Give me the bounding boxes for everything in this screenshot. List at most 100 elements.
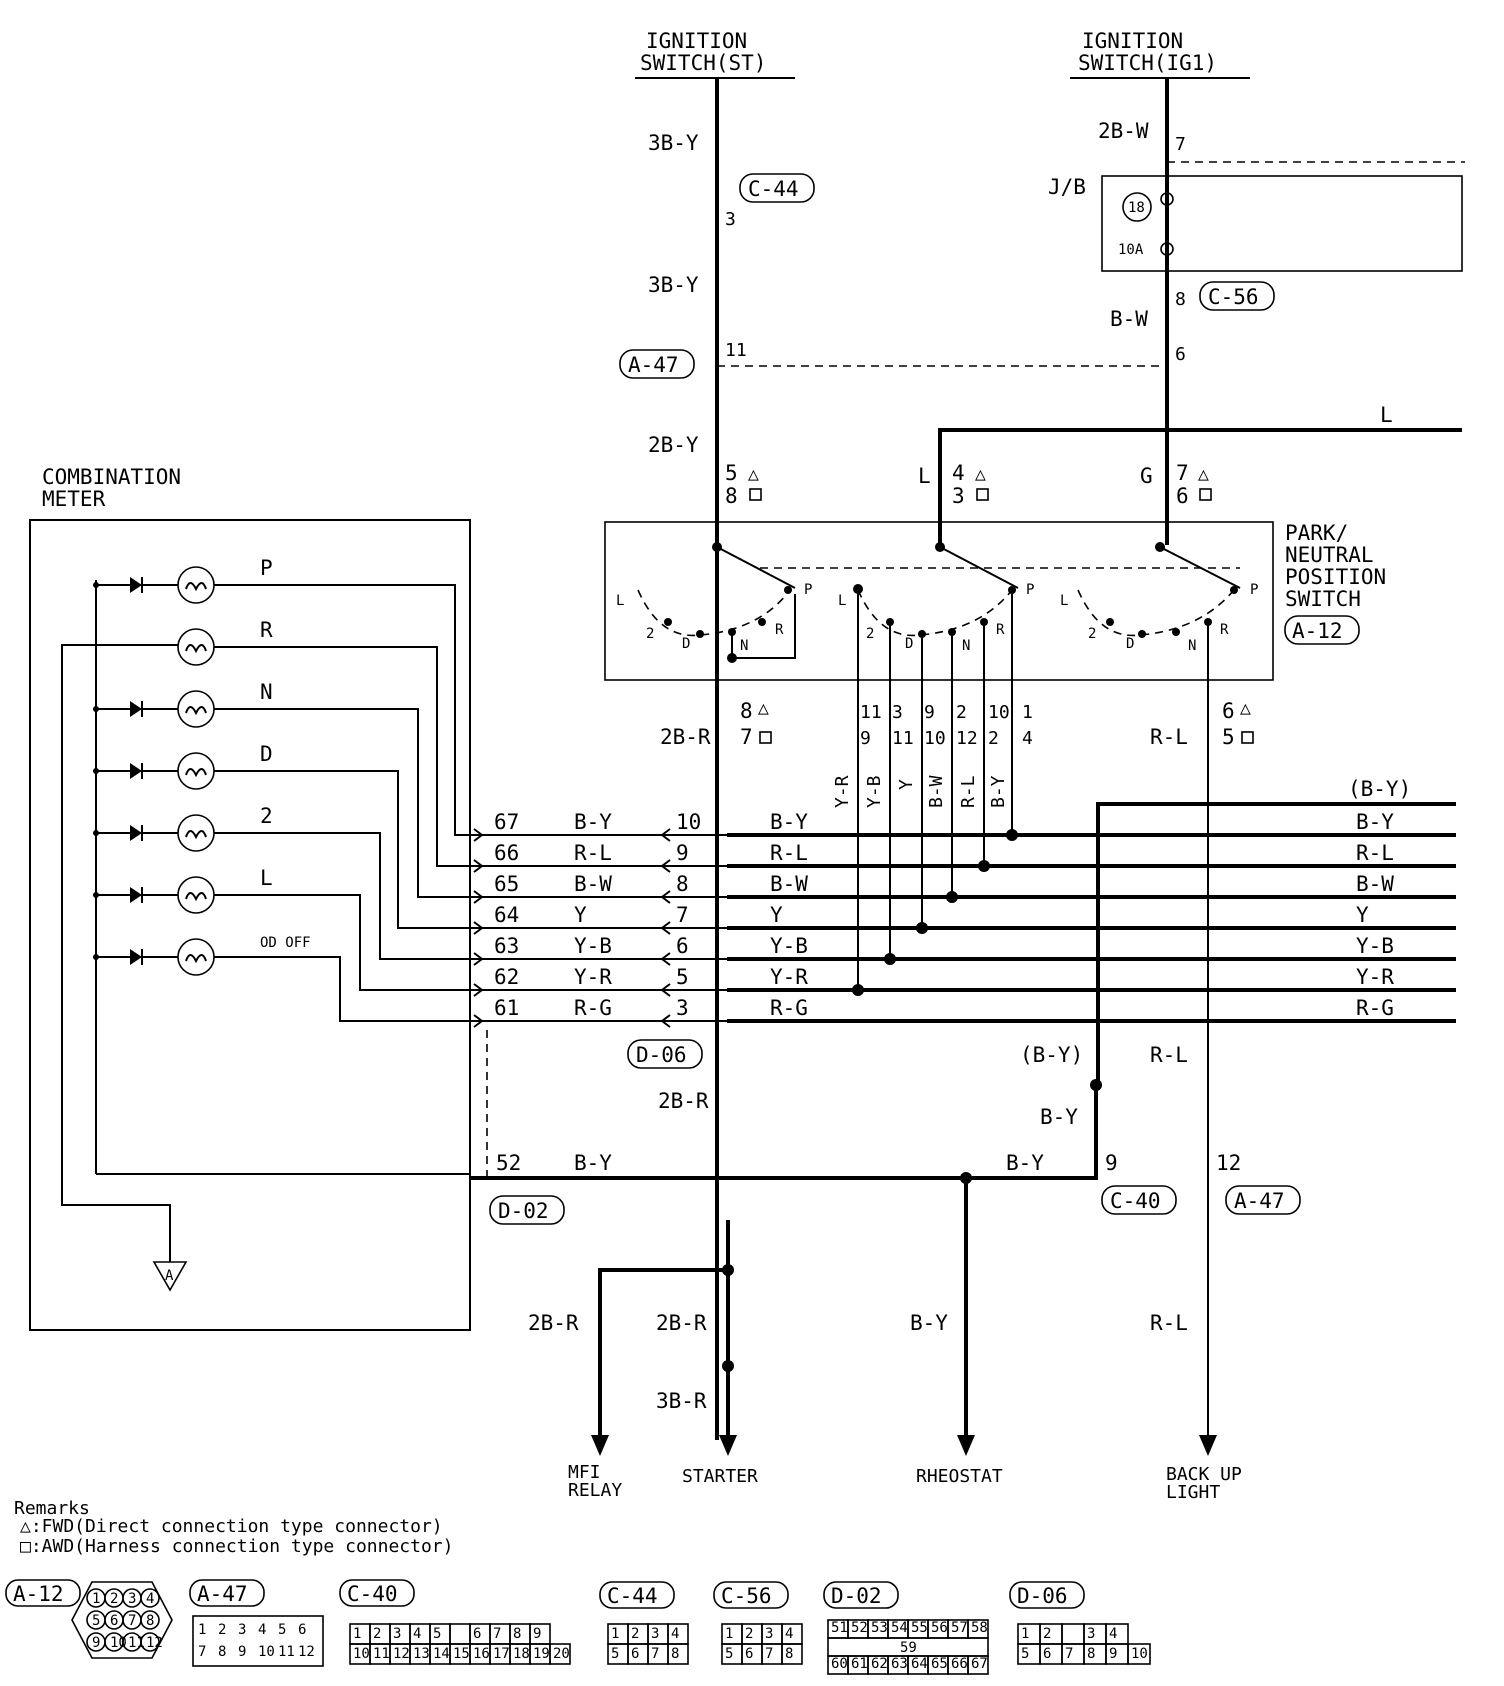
pin-label: 7 (740, 725, 753, 749)
by-feed-wire (1096, 802, 1456, 1090)
svg-text:1: 1 (725, 1626, 733, 1642)
svg-text:R: R (775, 622, 784, 638)
pin-label: 3 (952, 484, 965, 508)
svg-text:Y-R: Y-R (832, 775, 853, 808)
svg-text:13: 13 (413, 1646, 430, 1662)
svg-text:14: 14 (433, 1646, 450, 1662)
svg-text:C-44: C-44 (748, 177, 799, 201)
wire-label: L (1380, 403, 1393, 427)
wire-color-right: Y-R (1356, 965, 1394, 989)
svg-text:A-12: A-12 (13, 1582, 64, 1606)
pin-label: 9 (924, 702, 935, 723)
wire-label: 3B-Y (648, 131, 699, 155)
svg-text:PARK/: PARK/ (1285, 521, 1348, 545)
meter-pin: 66 (494, 841, 519, 865)
park-neutral-switch: PARK/ NEUTRAL POSITION SWITCH A-12 L 2 D… (604, 521, 1386, 681)
svg-text:7: 7 (198, 1644, 206, 1660)
svg-text:52: 52 (851, 1620, 868, 1636)
wire-label: (B-Y) (1020, 1043, 1083, 1067)
svg-text:8: 8 (146, 1613, 154, 1629)
destination-backup: BACK UP (1166, 1464, 1242, 1485)
svg-text:6: 6 (631, 1646, 639, 1662)
svg-text:C-40: C-40 (1110, 1189, 1161, 1213)
svg-text:8: 8 (785, 1646, 793, 1662)
pin-label: 12 (956, 728, 978, 749)
svg-text:53: 53 (871, 1620, 888, 1636)
svg-text:N: N (962, 638, 970, 654)
svg-text:61: 61 (851, 1656, 868, 1672)
wire-color: Y-R (770, 965, 808, 989)
svg-text:1: 1 (353, 1626, 361, 1642)
wire-label: 3B-Y (648, 273, 699, 297)
svg-text:COMBINATION: COMBINATION (42, 465, 181, 489)
svg-text:Y-B: Y-B (864, 775, 885, 808)
svg-text:9: 9 (1109, 1646, 1117, 1662)
svg-text:2: 2 (110, 1591, 118, 1607)
pin-label: 5 (725, 461, 738, 485)
bus-header: (B-Y) (1348, 777, 1411, 801)
svg-text:L: L (838, 593, 846, 609)
svg-text:19: 19 (533, 1646, 550, 1662)
pin-label: 3 (892, 702, 903, 723)
svg-text:B-W: B-W (926, 775, 947, 808)
svg-text:18: 18 (513, 1646, 530, 1662)
destination-backup-light: LIGHT (1166, 1482, 1220, 1503)
connector-tag-c44: C-44 (739, 173, 815, 203)
svg-text:2: 2 (866, 626, 874, 642)
svg-text:54: 54 (891, 1620, 908, 1636)
svg-text:5: 5 (433, 1626, 441, 1642)
svg-text:11: 11 (278, 1644, 295, 1660)
svg-text:C-56: C-56 (721, 1584, 772, 1608)
pin-label: 4 (1022, 728, 1033, 749)
wire-color: Y-B (574, 934, 612, 958)
svg-text:R-L: R-L (958, 775, 979, 808)
svg-text:A-47: A-47 (197, 1582, 248, 1606)
destination-starter: STARTER (682, 1466, 758, 1487)
d06-pin: 9 (676, 841, 689, 865)
svg-text:10: 10 (110, 1635, 127, 1651)
vertical-wire-labels: Y-R Y-B Y B-W R-L B-Y (832, 775, 1009, 808)
wire-label: B-W (1110, 307, 1148, 331)
lamp-2: 2 (93, 804, 470, 960)
d06-pin: 7 (676, 903, 689, 927)
svg-text:C-56: C-56 (1208, 285, 1259, 309)
meter-pin: 64 (494, 903, 519, 927)
pin-label: 9 (1105, 1151, 1118, 1175)
remarks: Remarks △:FWD(Direct connection type con… (14, 1498, 453, 1557)
wire-label: 3B-R (656, 1389, 707, 1413)
wire-label: B-Y (910, 1311, 948, 1335)
svg-text:57: 57 (951, 1620, 968, 1636)
svg-text:2: 2 (1088, 626, 1096, 642)
connector-tag-a47-top: A-47 (619, 349, 695, 379)
meter-pin: 62 (494, 965, 519, 989)
svg-text:1: 1 (1021, 1626, 1029, 1642)
svg-text:P: P (1026, 582, 1034, 598)
svg-text:△:FWD(Direct connection type c: △:FWD(Direct connection type connector) (20, 1516, 443, 1537)
connector-tag-a47-low: A-47 (1225, 1185, 1301, 1215)
svg-text:66: 66 (951, 1656, 968, 1672)
svg-text:METER: METER (42, 487, 106, 511)
d06-pin: 5 (676, 965, 689, 989)
pin-label: 1 (1022, 702, 1033, 723)
lamp-l: L (93, 866, 470, 991)
wire-color: R-G (770, 996, 808, 1020)
svg-text:6: 6 (298, 1622, 306, 1638)
wire-color-right: Y (1356, 903, 1369, 927)
svg-text:A-12: A-12 (1292, 619, 1343, 643)
pin-label: 8 (1175, 289, 1186, 310)
svg-text:10: 10 (1131, 1646, 1148, 1662)
svg-text:4: 4 (258, 1622, 266, 1638)
pin-label: 2 (988, 728, 999, 749)
pin-label: 10 (988, 702, 1010, 723)
by-return-wire (470, 1085, 1098, 1180)
combination-meter: COMBINATION METER A (29, 465, 471, 1331)
svg-text:62: 62 (871, 1656, 888, 1672)
wire-color: B-W (574, 872, 612, 896)
